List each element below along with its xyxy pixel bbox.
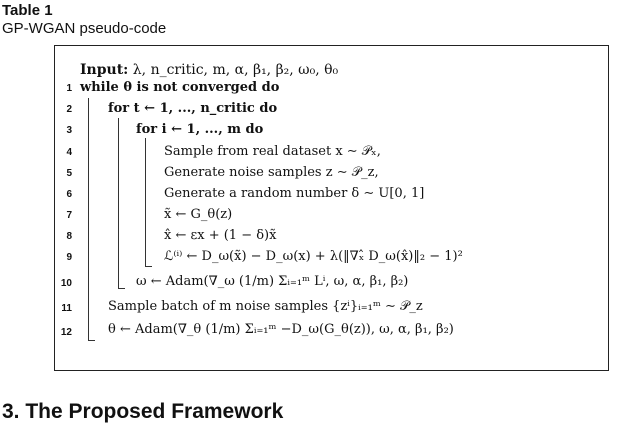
line-number-1: 1: [66, 83, 72, 94]
line-number-7: 7: [66, 210, 72, 221]
line-number-2: 2: [66, 104, 72, 115]
algorithm-line-3: for i ← 1, ..., m do: [136, 122, 264, 137]
table-caption-text: GP-WGAN pseudo-code: [2, 20, 167, 37]
algorithm-line-12: θ ← Adam(∇_θ (1/m) Σᵢ₌₁ᵐ −D_ω(G_θ(z)), ω…: [108, 322, 454, 337]
algorithm-line-7: x̃ ← G_θ(z): [164, 207, 233, 222]
line-number-3: 3: [66, 125, 72, 136]
algorithm-line-4: Sample from real dataset x ∼ 𝒫ₓ,: [164, 144, 381, 159]
line-number-4: 4: [66, 147, 72, 158]
input-params: λ, n_critic, m, α, β₁, β₂, ω₀, θ₀: [132, 62, 339, 78]
section-heading: 3. The Proposed Framework: [2, 400, 284, 423]
input-keyword: Input:: [80, 62, 129, 78]
algorithm-box: [54, 45, 609, 371]
line-number-8: 8: [66, 231, 72, 242]
table-caption-label: Table 1: [2, 2, 53, 19]
algorithm-line-5: Generate noise samples z ∼ 𝒫_z,: [164, 165, 379, 180]
algorithm-line-2: for t ← 1, ..., n_critic do: [108, 101, 278, 116]
line-number-5: 5: [66, 168, 72, 179]
line-number-6: 6: [66, 189, 72, 200]
algorithm-input-line: Input: λ, n_critic, m, α, β₁, β₂, ω₀, θ₀: [80, 62, 338, 78]
line-number-9: 9: [66, 252, 72, 263]
for-t-scope-guide: [118, 118, 125, 289]
algorithm-line-6: Generate a random number δ ∼ U[0, 1]: [164, 186, 425, 201]
algorithm-line-1: while θ is not converged do: [80, 80, 280, 95]
for-i-scope-guide: [145, 138, 152, 267]
line-number-11: 11: [61, 303, 72, 314]
algorithm-line-9: ℒ⁽ⁱ⁾ ← D_ω(x̃) − D_ω(x) + λ(‖∇ₓ̂ D_ω(x̂)…: [164, 249, 463, 264]
algorithm-line-8: x̂ ← εx + (1 − δ)x̃: [164, 228, 277, 243]
algorithm-line-10: ω ← Adam(∇_ω (1/m) Σᵢ₌₁ᵐ Lⁱ, ω, α, β₁, β…: [136, 274, 409, 289]
line-number-10: 10: [60, 278, 72, 289]
while-scope-guide: [88, 98, 95, 341]
line-number-12: 12: [60, 327, 72, 338]
algorithm-line-11: Sample batch of m noise samples {zⁱ}ᵢ₌₁ᵐ…: [108, 299, 423, 314]
